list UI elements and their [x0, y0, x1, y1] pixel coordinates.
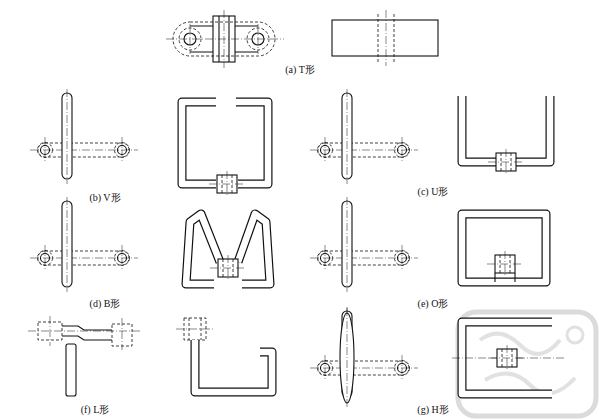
figure-caption: (b) V形	[88, 192, 121, 204]
figure-caption: (f) L形	[80, 404, 111, 416]
h-link	[310, 307, 566, 408]
figure-caption: (g) H形	[416, 404, 449, 416]
t-link	[166, 10, 438, 68]
figure-caption: (e) O形	[417, 298, 450, 310]
o-link	[310, 197, 546, 292]
figure-caption: (c) U形	[417, 186, 450, 198]
u-link	[310, 89, 550, 184]
b-link	[30, 197, 270, 292]
watermark	[458, 312, 596, 416]
v-link	[30, 89, 268, 197]
l-link	[28, 316, 272, 396]
figure-caption: (a) T形	[284, 64, 316, 76]
figure-caption: (d) B形	[89, 298, 122, 310]
